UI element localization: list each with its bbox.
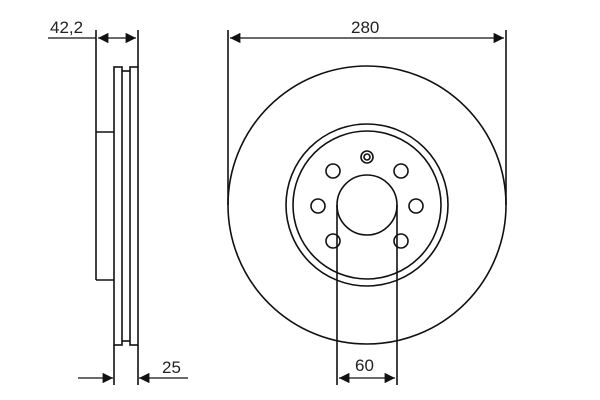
dimension-center-bore <box>336 205 398 385</box>
label-outer-diameter: 280 <box>351 18 380 37</box>
front-view <box>227 65 507 345</box>
label-overall-height: 42,2 <box>50 18 84 37</box>
dimension-outer-diameter <box>227 30 507 205</box>
side-view <box>95 30 139 385</box>
label-disc-thickness: 25 <box>162 358 181 377</box>
label-center-bore: 60 <box>355 356 374 375</box>
